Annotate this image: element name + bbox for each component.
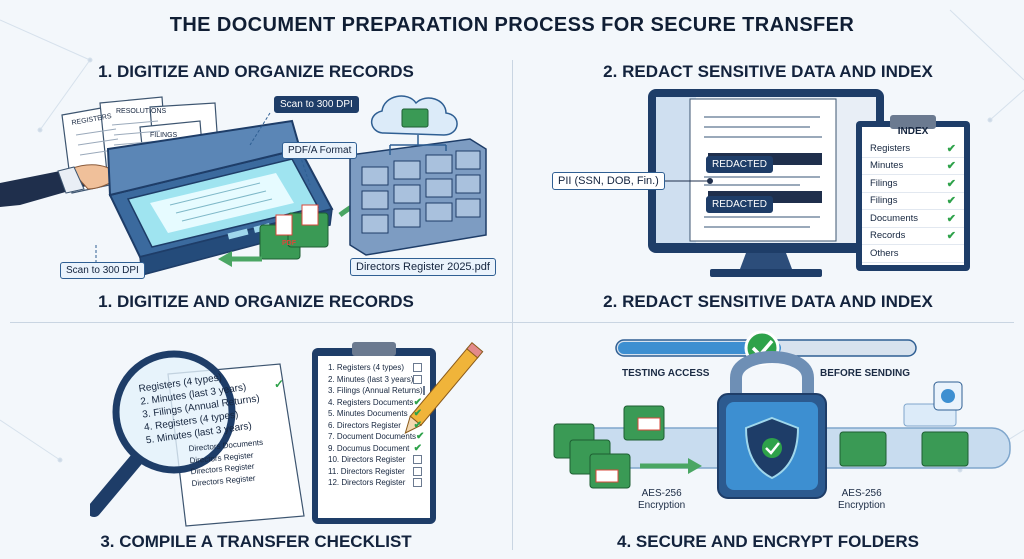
aes-label-right: AES-256 Encryption <box>838 488 886 511</box>
checklist-item-label: 5. Minutes Documents <box>328 409 408 419</box>
checklist-item: 5. Minutes Documents ✔ <box>322 408 428 420</box>
index-panel: INDEX Registers ✔ Minutes ✔ Filings ✔ Filings ✔… <box>862 126 964 263</box>
svg-text:PDF: PDF <box>282 240 297 247</box>
checklist-item-label: 10. Directors Register <box>328 455 406 465</box>
index-item: Others <box>862 245 964 263</box>
index-item-label: Filings <box>870 177 898 189</box>
checklist-item: 6. Directors Register ✔ <box>322 420 428 432</box>
checkbox-empty-icon <box>413 374 422 384</box>
checklist-item: 4. Registers Documents✔ <box>322 397 428 409</box>
checkbox-empty-icon <box>422 386 425 396</box>
checklist-item-label: 11. Directors Register <box>328 466 405 476</box>
panel2-heading-bottom: 2. REDACT SENSITIVE DATA AND INDEX <box>603 292 933 311</box>
check-icon: ✔ <box>946 177 956 190</box>
checklist-item: 12. Directors Register <box>322 477 428 489</box>
index-item-label: Filings <box>870 195 898 207</box>
checklist-item-label: 7. Document Documents <box>328 432 417 442</box>
checklist-item: 10. Directors Register <box>322 454 428 466</box>
redacted-bar-1: REDACTED <box>706 156 774 173</box>
testing-access-label: TESTING ACCESS <box>622 368 710 379</box>
checklist-item: 7. Document Documents✔ <box>322 431 428 443</box>
filename-tag: Directors Register 2025.pdf <box>350 258 496 276</box>
progress-fill <box>618 342 781 354</box>
checklist-item-label: 9. Documus Document <box>328 443 410 453</box>
checklist-item: 11. Directors Register <box>322 466 428 478</box>
folders-left <box>553 405 665 489</box>
scanner-illustration: REGISTERS RESOLUTIONS FILINGS PDF <box>0 95 487 276</box>
pencil-icon <box>404 342 484 434</box>
checklist-item-label: 12. Directors Register <box>328 478 406 488</box>
index-item: Filings ✔ <box>862 193 964 210</box>
index-list: Registers✔Minutes✔Filings✔Filings✔Docume… <box>862 140 964 263</box>
pdf-files: PDF <box>259 204 329 260</box>
file-cabinet <box>349 138 487 256</box>
panel1-heading-top: 1. DIGITIZE AND ORGANIZE RECORDS <box>98 62 414 81</box>
check-icon: ✔ <box>946 230 956 243</box>
index-item-label: Documents <box>870 212 919 224</box>
check-icon: ✔ <box>946 212 956 225</box>
left-sheet-list: Directors Documents Directors Register D… <box>188 437 266 489</box>
index-item-label: Others <box>870 247 899 259</box>
checkbox-empty-icon <box>413 455 422 465</box>
horizontal-divider <box>10 322 1014 323</box>
cloud-icon <box>371 95 458 155</box>
checklist-item: 3. Filings (Annual Returns) <box>322 385 428 397</box>
encryption-illustration <box>553 330 1011 499</box>
index-item: Registers ✔ <box>862 140 964 158</box>
checkbox-empty-icon <box>413 363 422 373</box>
svg-text:✓: ✓ <box>274 377 284 391</box>
checklist-item: 2. Minutes (last 3 years) <box>322 374 428 386</box>
checklist-item: 1. Registers (4 types) <box>322 362 428 374</box>
scan-dpi-tag-bottom: Scan to 300 DPI <box>60 262 145 279</box>
index-item-label: Minutes <box>870 160 904 172</box>
index-item-label: Records <box>870 230 906 242</box>
check-icon: ✔ <box>413 396 422 408</box>
vertical-divider <box>512 60 513 550</box>
check-icon: ✔ <box>946 160 956 173</box>
panel1-heading-bottom: 1. DIGITIZE AND ORGANIZE RECORDS <box>98 292 414 311</box>
page-title: THE DOCUMENT PREPARATION PROCESS FOR SEC… <box>169 14 855 36</box>
pdfa-format-tag: PDF/A Format <box>282 142 358 159</box>
panel3-heading: 3. COMPILE A TRANSFER CHECKLIST <box>100 532 412 551</box>
index-item-label: Registers <box>870 142 911 154</box>
panel4-heading: 4. SECURE AND ENCRYPT FOLDERS <box>617 532 919 551</box>
checkbox-empty-icon <box>413 478 422 488</box>
check-icon: ✔ <box>413 419 422 431</box>
index-title: INDEX <box>897 126 929 137</box>
transfer-checklist: 1. Registers (4 types)2. Minutes (last 3… <box>322 362 428 489</box>
checklist-item-label: 1. Registers (4 types) <box>328 363 405 373</box>
check-icon: ✔ <box>416 431 425 443</box>
redacted-bar-2: REDACTED <box>706 196 774 213</box>
check-icon: ✔ <box>946 142 956 155</box>
checklist-item-label: 3. Filings (Annual Returns) <box>328 386 423 396</box>
scan-dpi-tag-top: Scan to 300 DPI <box>274 96 359 113</box>
check-icon: ✔ <box>946 195 956 208</box>
aes-label-left: AES-256 Encryption <box>638 488 686 511</box>
pii-label: PII (SSN, DOB, Fin.) <box>552 172 665 190</box>
index-item: Records ✔ <box>862 228 964 245</box>
scanner <box>106 119 334 276</box>
panel2-heading-top: 2. REDACT SENSITIVE DATA AND INDEX <box>603 62 933 81</box>
checklist-illustration: ✓ <box>90 342 484 527</box>
checkbox-empty-icon <box>413 466 422 476</box>
checklist-item-label: 4. Registers Documents <box>328 397 414 407</box>
index-item: Filings ✔ <box>862 175 964 193</box>
index-item: Minutes ✔ <box>862 158 964 175</box>
paper-label-resolutions: RESOLUTIONS <box>116 108 167 115</box>
check-icon: ✔ <box>413 408 422 420</box>
checklist-item: 9. Documus Document✔ <box>322 443 428 455</box>
magnifier-icon <box>90 350 236 517</box>
check-icon: ✔ <box>413 442 422 454</box>
checklist-item-label: 2. Minutes (last 3 years) <box>328 374 414 384</box>
index-item: Documents ✔ <box>862 210 964 228</box>
paper-label-filings: FILINGS <box>150 132 178 139</box>
before-sending-label: BEFORE SENDING <box>820 368 911 379</box>
checklist-item-label: 6. Directors Register <box>328 420 401 430</box>
folders-right <box>839 381 969 467</box>
